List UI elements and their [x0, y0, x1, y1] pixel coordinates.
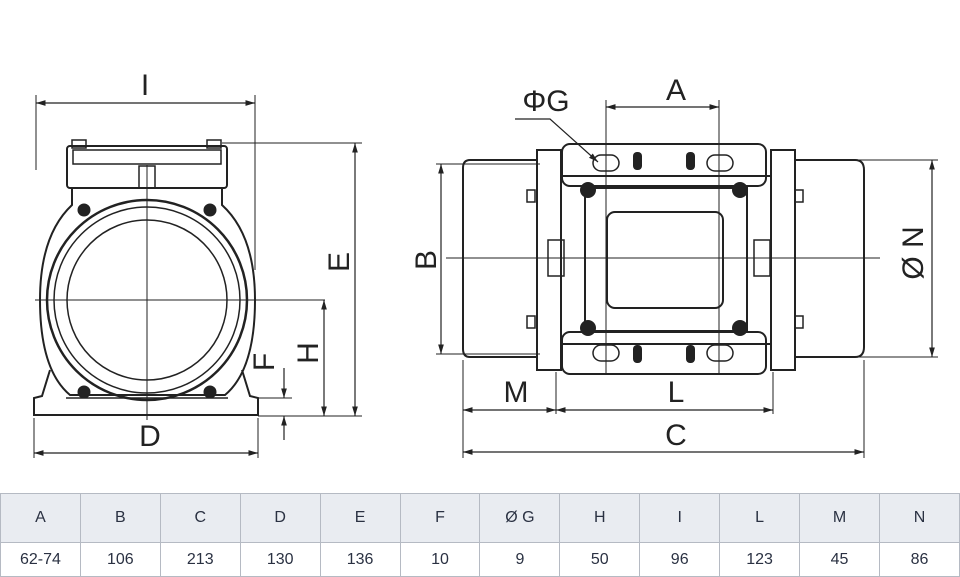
technical-drawing: I E H F D A ΦG B Ø N M L C: [33, 69, 938, 458]
dim-label-F: F: [248, 353, 281, 371]
column-header-A: A: [0, 493, 81, 543]
dim-label-D: D: [139, 420, 161, 453]
dim-label-M: M: [504, 376, 529, 409]
column-header-C: C: [159, 493, 241, 543]
dim-label-C: C: [665, 419, 687, 452]
cell-L: 123: [719, 542, 801, 577]
column-header-E: E: [319, 493, 401, 543]
table-row: 62-74 106 213 130 136 10 9 50 96 123 45 …: [0, 542, 960, 577]
column-header-I: I: [639, 493, 721, 543]
dimension-table: A B C D E F Ø G H I L M N 62-74 106 213 …: [0, 493, 960, 577]
column-header-N: N: [878, 493, 960, 543]
dim-label-N: Ø N: [897, 226, 930, 279]
column-header-M: M: [799, 493, 880, 543]
cell-B: 106: [79, 542, 161, 577]
column-header-H: H: [559, 493, 641, 543]
table-header-row: A B C D E F Ø G H I L M N: [0, 493, 960, 543]
cell-H: 50: [559, 542, 641, 577]
cell-G: 9: [479, 542, 561, 577]
cell-N: 86: [878, 542, 960, 577]
cell-A: 62-74: [0, 542, 81, 577]
dim-label-G: ΦG: [522, 85, 569, 118]
dim-label-A: A: [666, 74, 686, 107]
dim-label-E: E: [323, 252, 356, 272]
dim-label-I: I: [141, 69, 149, 102]
column-header-F: F: [399, 493, 481, 543]
cell-M: 45: [799, 542, 880, 577]
cell-F: 10: [399, 542, 481, 577]
cell-I: 96: [639, 542, 721, 577]
side-view: [436, 100, 938, 458]
column-header-G: Ø G: [479, 493, 561, 543]
column-header-L: L: [719, 493, 801, 543]
column-header-D: D: [239, 493, 321, 543]
cell-C: 213: [159, 542, 241, 577]
column-header-B: B: [79, 493, 161, 543]
dim-label-L: L: [668, 376, 685, 409]
front-view: [33, 95, 362, 458]
cell-E: 136: [319, 542, 401, 577]
dim-label-B: B: [410, 250, 443, 270]
dim-label-H: H: [292, 342, 325, 364]
cell-D: 130: [239, 542, 321, 577]
